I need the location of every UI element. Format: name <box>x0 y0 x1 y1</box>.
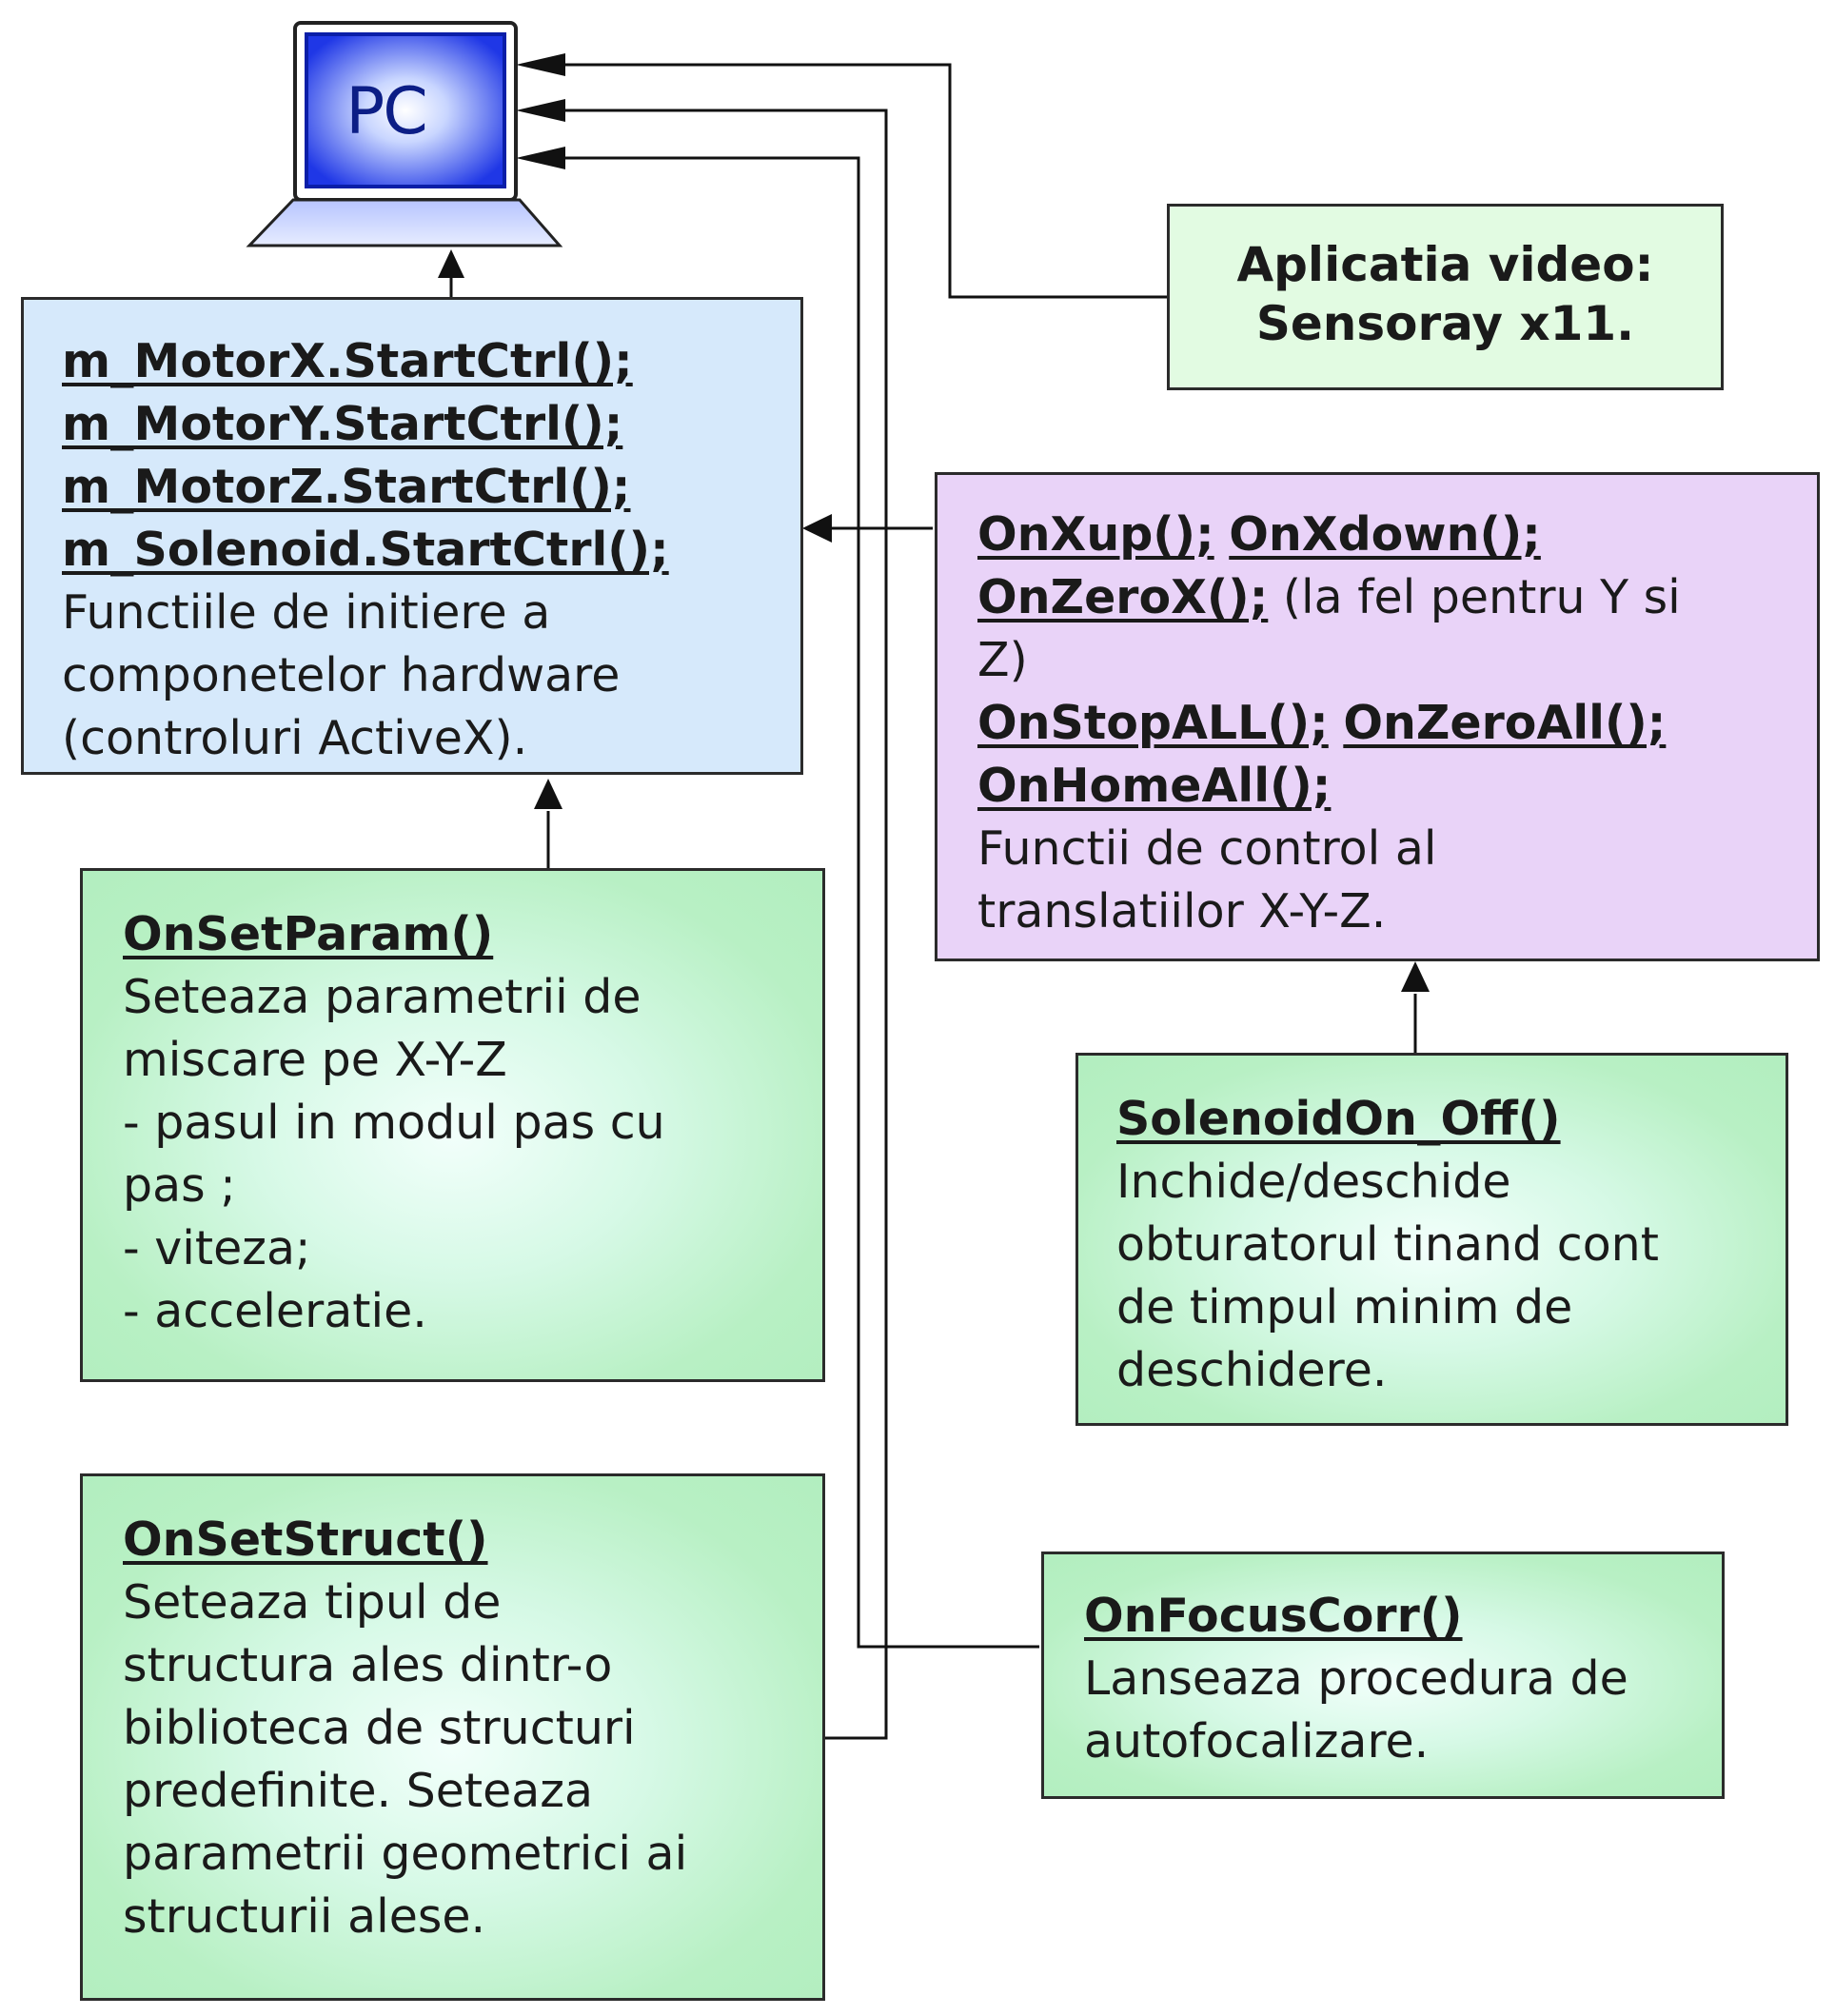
solenoid-line-4: deschidere. <box>1116 1343 1388 1397</box>
set-struct-line-3: biblioteca de structuri <box>123 1701 636 1755</box>
on-home-all: OnHomeAll(); <box>977 759 1332 813</box>
set-struct-line-2: structura ales dintr-o <box>123 1638 613 1692</box>
solenoid-line-3: de timpul minim de <box>1116 1280 1573 1334</box>
solenoid-line-1: Inchide/deschide <box>1116 1155 1511 1209</box>
connector-video-to-pc <box>522 63 1167 299</box>
on-stop-all: OnStopALL(); <box>977 696 1329 750</box>
connector-focus-to-pc <box>522 156 1039 1649</box>
init-desc-2: componetelor hardware <box>62 648 621 702</box>
motor-z-start-ctrl: m_MotorZ.StartCtrl(); <box>62 460 631 514</box>
set-struct-line-5: parametrii geometrici ai <box>123 1827 688 1881</box>
on-zero-all: OnZeroAll(); <box>1343 696 1667 750</box>
set-param-line-1: Seteaza parametrii de <box>123 970 641 1024</box>
arrowhead-solenoid-translation <box>1401 961 1430 992</box>
translation-note-end: Z) <box>977 633 1028 687</box>
translation-functions-box: OnXup(); OnXdown(); OnZeroX(); (la fel p… <box>935 472 1820 961</box>
solenoid-line-2: obturatorul tinand cont <box>1116 1217 1659 1272</box>
video-app-line-1: Aplicatia video: <box>1236 237 1654 292</box>
init-desc-1: Functiile de initiere a <box>62 585 551 640</box>
set-param-line-4: pas ; <box>123 1158 236 1213</box>
video-app-line-2: Sensoray x11. <box>1255 296 1635 351</box>
translation-desc-1: Functii de control al <box>977 821 1437 876</box>
motor-x-start-ctrl: m_MotorX.StartCtrl(); <box>62 334 633 388</box>
set-param-title: OnSetParam() <box>123 907 494 961</box>
set-param-line-6: - acceleratie. <box>123 1284 427 1338</box>
translation-desc-2: translatiilor X-Y-Z. <box>977 884 1387 939</box>
arrowhead-struct-pc <box>516 99 565 122</box>
solenoid-start-ctrl: m_Solenoid.StartCtrl(); <box>62 523 669 577</box>
arrowhead-focus-pc <box>516 147 565 169</box>
connector-struct-to-pc <box>522 109 888 1740</box>
set-param-line-2: miscare pe X-Y-Z <box>123 1033 507 1087</box>
arrowhead-init-pc <box>438 249 464 278</box>
init-desc-3: (controluri ActiveX). <box>62 711 528 765</box>
set-struct-title: OnSetStruct() <box>123 1512 488 1567</box>
pc-icon <box>246 21 563 247</box>
translation-note: (la fel pentru Y si <box>1282 570 1681 624</box>
set-struct-line-6: structurii alese. <box>123 1889 486 1944</box>
arrowhead-translation-init <box>802 514 832 543</box>
on-x-down: OnXdown(); <box>1229 507 1541 562</box>
set-struct-line-4: predefinite. Seteaza <box>123 1764 593 1818</box>
solenoid-title: SolenoidOn_Off() <box>1116 1092 1561 1146</box>
focus-line-2: autofocalizare. <box>1084 1714 1430 1769</box>
on-zero-x: OnZeroX(); <box>977 570 1269 624</box>
focus-line-1: Lanseaza procedura de <box>1084 1651 1628 1706</box>
set-struct-box: OnSetStruct() Seteaza tipul de structura… <box>80 1473 825 2001</box>
focus-title: OnFocusCorr() <box>1084 1589 1463 1643</box>
set-param-line-3: - pasul in modul pas cu <box>123 1096 665 1150</box>
arrowhead-video-pc <box>516 53 565 76</box>
init-functions-box: m_MotorX.StartCtrl(); m_MotorY.StartCtrl… <box>21 297 803 775</box>
arrowhead-param-init <box>534 779 562 809</box>
on-x-up: OnXup(); <box>977 507 1214 562</box>
set-param-box: OnSetParam() Seteaza parametrii de misca… <box>80 868 825 1382</box>
pc-label: PC <box>345 74 428 149</box>
solenoid-box: SolenoidOn_Off() Inchide/deschide obtura… <box>1075 1053 1788 1426</box>
video-app-box: Aplicatia video: Sensoray x11. <box>1167 204 1724 390</box>
set-struct-line-1: Seteaza tipul de <box>123 1575 502 1630</box>
set-param-line-5: - viteza; <box>123 1221 311 1275</box>
motor-y-start-ctrl: m_MotorY.StartCtrl(); <box>62 397 623 451</box>
focus-box: OnFocusCorr() Lanseaza procedura de auto… <box>1041 1552 1725 1799</box>
